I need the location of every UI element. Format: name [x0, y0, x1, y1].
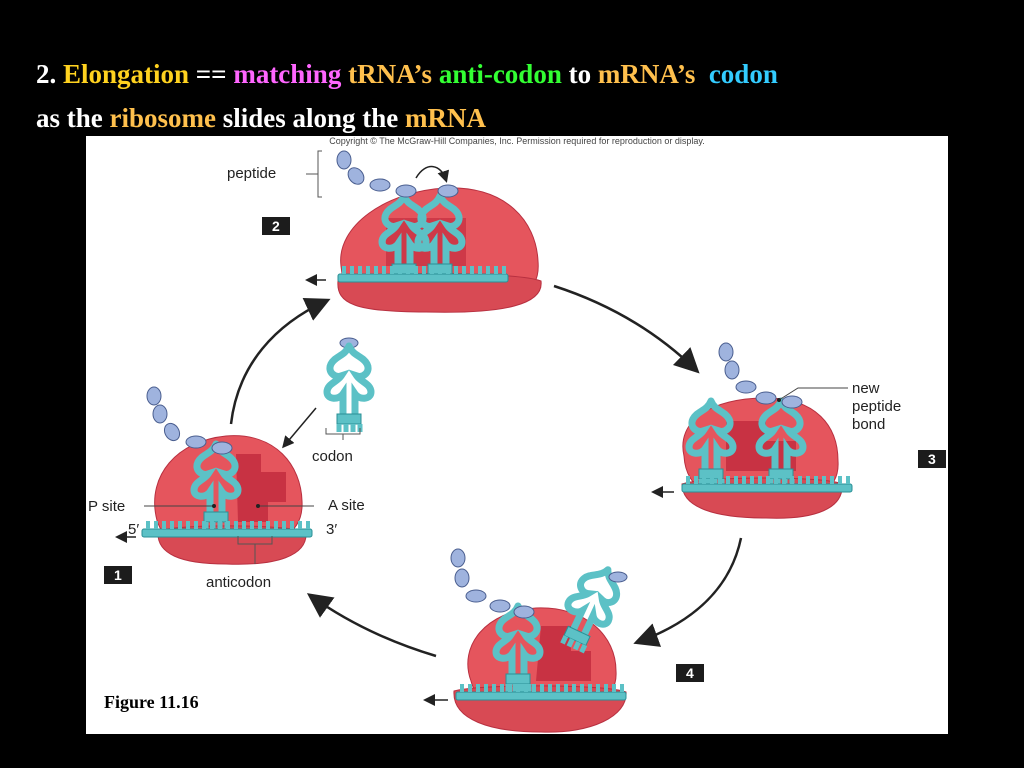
heading-seg: anti-codon	[432, 59, 562, 89]
label-bond: bond	[852, 416, 885, 433]
heading-seg: ==	[189, 59, 234, 89]
svg-text:2: 2	[272, 218, 280, 234]
label-a-site: A site	[328, 497, 365, 514]
copyright-notice: Copyright © The McGraw-Hill Companies, I…	[329, 136, 705, 146]
heading-seg: mRNA’s	[591, 59, 696, 89]
heading-line-1: 2. Elongation == matching tRNA’s anti-co…	[36, 52, 996, 96]
cycle-arrow-1-to-2	[229, 298, 331, 425]
label-new: new	[852, 380, 880, 397]
step-badge-4: 4	[676, 664, 704, 682]
incoming-trna	[327, 337, 371, 432]
heading-seg: 2.	[36, 59, 63, 89]
heading-seg: slides along the	[215, 103, 406, 133]
label-5-prime: 5′	[128, 521, 139, 538]
ribosome-step-3	[651, 397, 854, 519]
step-badge-1: 1	[104, 566, 132, 584]
label-p-site: P site	[88, 498, 125, 515]
translation-figure: Copyright © The McGraw-Hill Companies, I…	[86, 136, 948, 734]
ribosome-step-1	[115, 435, 314, 565]
label-anticodon: anticodon	[206, 574, 271, 591]
peptide-chain-step-1	[146, 386, 233, 455]
figure-caption: Figure 11.16	[104, 692, 199, 712]
heading-seg: as the	[36, 103, 110, 133]
label-peptide: peptide	[227, 165, 276, 182]
heading-line-2: as the ribosome slides along the mRNA	[36, 96, 996, 140]
peptide-chain-step-4	[450, 548, 535, 619]
elongation-cycle-diagram: peptide 2 codon	[88, 150, 946, 733]
svg-text:3: 3	[928, 451, 936, 467]
label-codon: codon	[312, 448, 353, 465]
heading-seg: codon	[695, 59, 778, 89]
cycle-arrow-3-to-4	[633, 537, 743, 647]
label-peptide-2: peptide	[852, 398, 901, 415]
heading-seg: tRNA’s	[341, 59, 433, 89]
peptide-chain-step-2	[336, 150, 459, 198]
svg-text:4: 4	[686, 665, 694, 681]
step-badge-2: 2	[262, 217, 290, 235]
label-3-prime: 3′	[326, 521, 337, 538]
peptide-chain-step-3	[718, 342, 803, 409]
cycle-arrow-2-to-3	[553, 284, 700, 374]
heading-seg: Elongation	[63, 59, 190, 89]
slide-heading: 2. Elongation == matching tRNA’s anti-co…	[36, 52, 996, 140]
heading-seg: matching	[233, 59, 342, 89]
cycle-arrow-4-to-1	[306, 593, 437, 658]
heading-seg: mRNA	[405, 103, 487, 133]
step-badge-3: 3	[918, 450, 946, 468]
svg-text:1: 1	[114, 567, 122, 583]
ribosome-step-4	[423, 560, 628, 733]
heading-seg: ribosome	[109, 103, 216, 133]
ribosome-step-2	[305, 187, 542, 313]
heading-seg: to	[561, 59, 592, 89]
